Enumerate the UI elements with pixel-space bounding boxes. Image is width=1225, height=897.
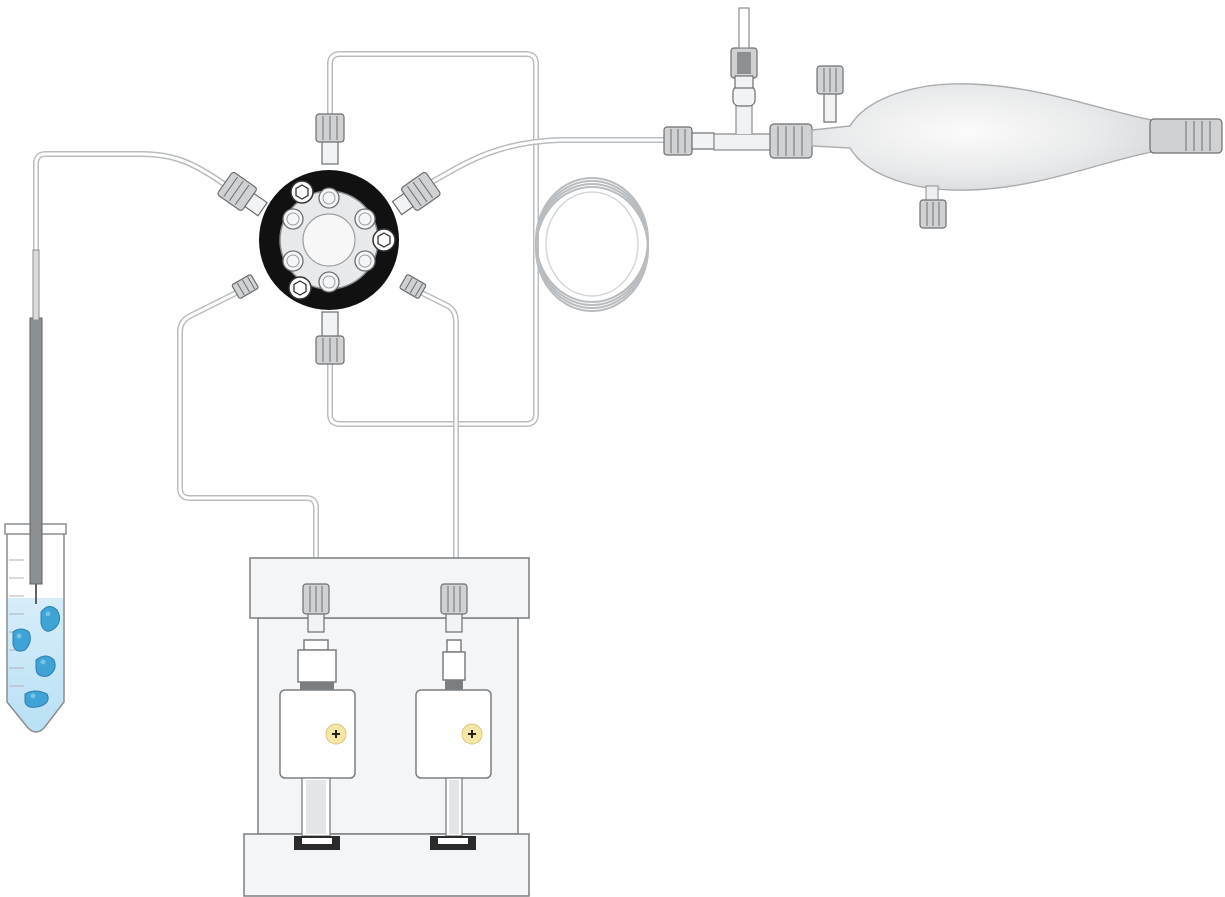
valve-fitting-lower-left bbox=[231, 274, 259, 299]
valve-fitting-top bbox=[315, 113, 345, 165]
valve-bolts bbox=[288, 180, 396, 300]
syringe-left bbox=[279, 583, 356, 850]
tube-to-left-syringe bbox=[177, 289, 319, 591]
glass-reaction-flask bbox=[811, 83, 1223, 229]
valve-fitting-bottom bbox=[315, 311, 345, 365]
tubing-network bbox=[33, 51, 671, 591]
sample-tube bbox=[4, 249, 67, 733]
flask-body bbox=[811, 83, 1153, 191]
sample-needle bbox=[29, 317, 43, 585]
valve-fitting-upper-left bbox=[217, 171, 268, 217]
pump-base-block bbox=[243, 833, 530, 897]
valve-rotor bbox=[302, 213, 356, 267]
valve-fitting-upper-right bbox=[391, 171, 441, 216]
tube-to-sample bbox=[33, 151, 227, 253]
tube-to-right-syringe bbox=[417, 289, 459, 591]
coiled-sample-loop bbox=[535, 177, 649, 312]
syringe-right bbox=[415, 583, 492, 850]
t-junction-connector bbox=[663, 7, 844, 159]
pump-top-block bbox=[249, 557, 530, 619]
valve-ports bbox=[282, 187, 376, 293]
valve-fitting-lower-right bbox=[399, 274, 427, 299]
dual-syringe-pump bbox=[243, 557, 530, 897]
six-port-rotary-valve bbox=[217, 113, 441, 365]
